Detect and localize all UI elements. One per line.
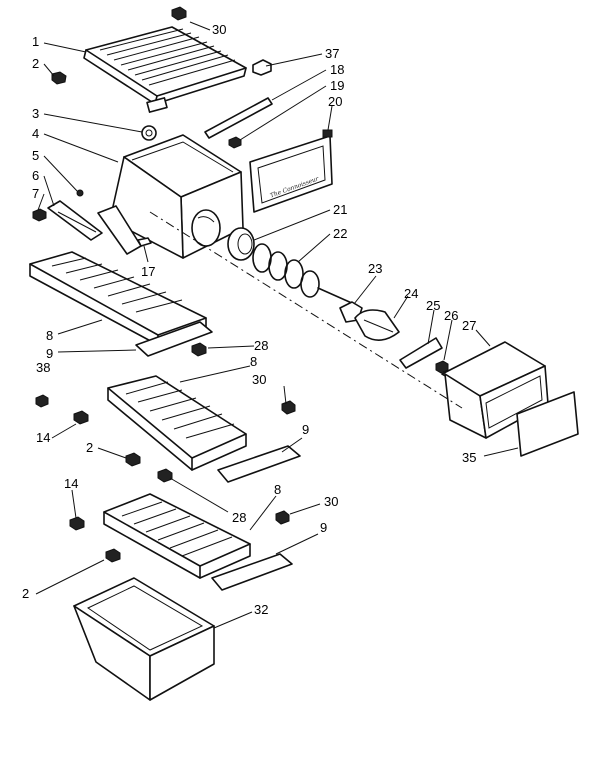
rail-part-18 [204, 97, 273, 139]
callout-2-top: 2 [32, 56, 39, 71]
auger-spring-part-22 [252, 243, 355, 305]
callout-2-b: 2 [86, 440, 93, 455]
screw-part-5 [76, 189, 84, 197]
pan-part-32 [73, 577, 215, 701]
clip-part-38 [35, 394, 49, 408]
callout-30-b: 30 [252, 372, 266, 387]
clip-part-30b [281, 400, 296, 415]
callout-30-c: 30 [324, 494, 338, 509]
callout-5: 5 [32, 148, 39, 163]
callout-2-c: 2 [22, 586, 29, 601]
callout-26: 26 [444, 308, 458, 323]
callout-8-b: 8 [250, 354, 257, 369]
callout-28-b: 28 [232, 510, 246, 525]
callout-labels: 30 1 2 37 18 19 3 20 4 5 6 7 21 22 17 23… [22, 22, 476, 617]
leader-lines [35, 21, 519, 629]
callout-22: 22 [333, 226, 347, 241]
clip-part-14a [73, 410, 89, 425]
callout-37: 37 [325, 46, 339, 61]
clip-part-37 [252, 59, 272, 76]
bushing-part-3 [141, 125, 157, 141]
callout-8-c: 8 [274, 482, 281, 497]
callout-18: 18 [330, 62, 344, 77]
callout-9-a: 9 [46, 346, 53, 361]
nut-part-26 [435, 360, 449, 374]
chute-cover-part-35 [516, 391, 579, 457]
clip-part-2-top [51, 71, 67, 85]
clip-part-17 [137, 237, 152, 247]
clip-part-28a [191, 342, 207, 357]
callout-19: 19 [330, 78, 344, 93]
clip-part-2c [105, 548, 121, 563]
screw-part-19 [228, 136, 242, 149]
clip-part-30-top [171, 6, 187, 21]
callout-9-c: 9 [320, 520, 327, 535]
nut-part-7 [32, 208, 47, 222]
clip-part-30c [275, 510, 290, 525]
callout-7: 7 [32, 186, 39, 201]
callout-23: 23 [368, 261, 382, 276]
callout-4: 4 [32, 126, 39, 141]
motor-bracket-part-6 [47, 200, 103, 241]
callout-6: 6 [32, 168, 39, 183]
shelf-rail-part-9b [217, 445, 301, 483]
callout-24: 24 [404, 286, 418, 301]
callout-20: 20 [328, 94, 342, 109]
bracket-part-25 [399, 337, 443, 369]
shelf-part-c [103, 493, 251, 579]
callout-32: 32 [254, 602, 268, 617]
callout-1: 1 [32, 34, 39, 49]
top-shelf-part [83, 26, 247, 113]
callout-27: 27 [462, 318, 476, 333]
callout-38: 38 [36, 360, 50, 375]
callout-28-a: 28 [254, 338, 268, 353]
callout-35: 35 [462, 450, 476, 465]
clip-part-14b [69, 516, 85, 531]
callout-3: 3 [32, 106, 39, 121]
crusher-housing-part-24 [354, 309, 400, 341]
clip-part-28b [157, 468, 173, 483]
callout-25: 25 [426, 298, 440, 313]
callout-30-top: 30 [212, 22, 226, 37]
callout-14-b: 14 [64, 476, 78, 491]
dispenser-chute-part-27 [441, 341, 549, 439]
callout-9-b: 9 [302, 422, 309, 437]
callout-17: 17 [141, 264, 155, 279]
assembly-axis-line [149, 211, 463, 409]
callout-21: 21 [333, 202, 347, 217]
shelf-rail-part-9c [211, 553, 293, 591]
callout-8-a: 8 [46, 328, 53, 343]
nameplate-part-20: The Connoisseur [249, 129, 333, 213]
callout-14-a: 14 [36, 430, 50, 445]
coupler-part-21 [227, 227, 255, 261]
clip-part-2b [125, 452, 141, 467]
shelf-rail-part-9a [135, 321, 213, 357]
ice-bin-housing-part [97, 134, 244, 259]
shelf-part-b [107, 375, 247, 471]
